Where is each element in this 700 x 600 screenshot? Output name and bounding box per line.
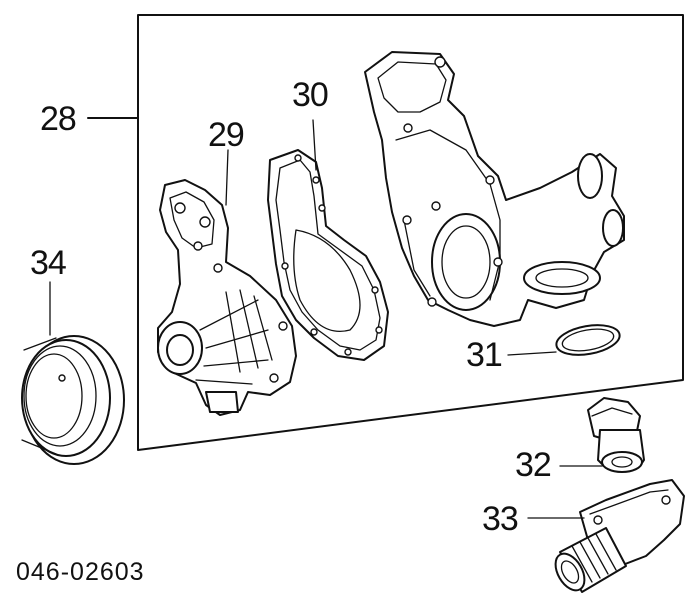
thermostat-housing-part — [364, 51, 625, 327]
callout-30: 30 — [292, 76, 329, 114]
o-ring-part — [555, 324, 621, 356]
gasket-part — [267, 149, 389, 361]
callout-31: 31 — [466, 336, 503, 374]
water-pump-part — [157, 179, 297, 416]
leader-line-29 — [225, 149, 229, 206]
callout-28: 28 — [40, 100, 77, 138]
leader-line-30 — [312, 119, 317, 171]
pulley-part — [21, 335, 125, 465]
diagram-reference-code: 046-02603 — [16, 558, 145, 586]
thermostat-part — [587, 397, 645, 473]
callout-33: 33 — [482, 500, 519, 538]
callout-32: 32 — [515, 446, 552, 484]
callout-34: 34 — [30, 244, 67, 282]
callout-29: 29 — [208, 116, 245, 154]
assembly-frame — [137, 14, 684, 451]
leader-line-31 — [507, 351, 557, 356]
coolant-flange-part — [554, 479, 685, 593]
